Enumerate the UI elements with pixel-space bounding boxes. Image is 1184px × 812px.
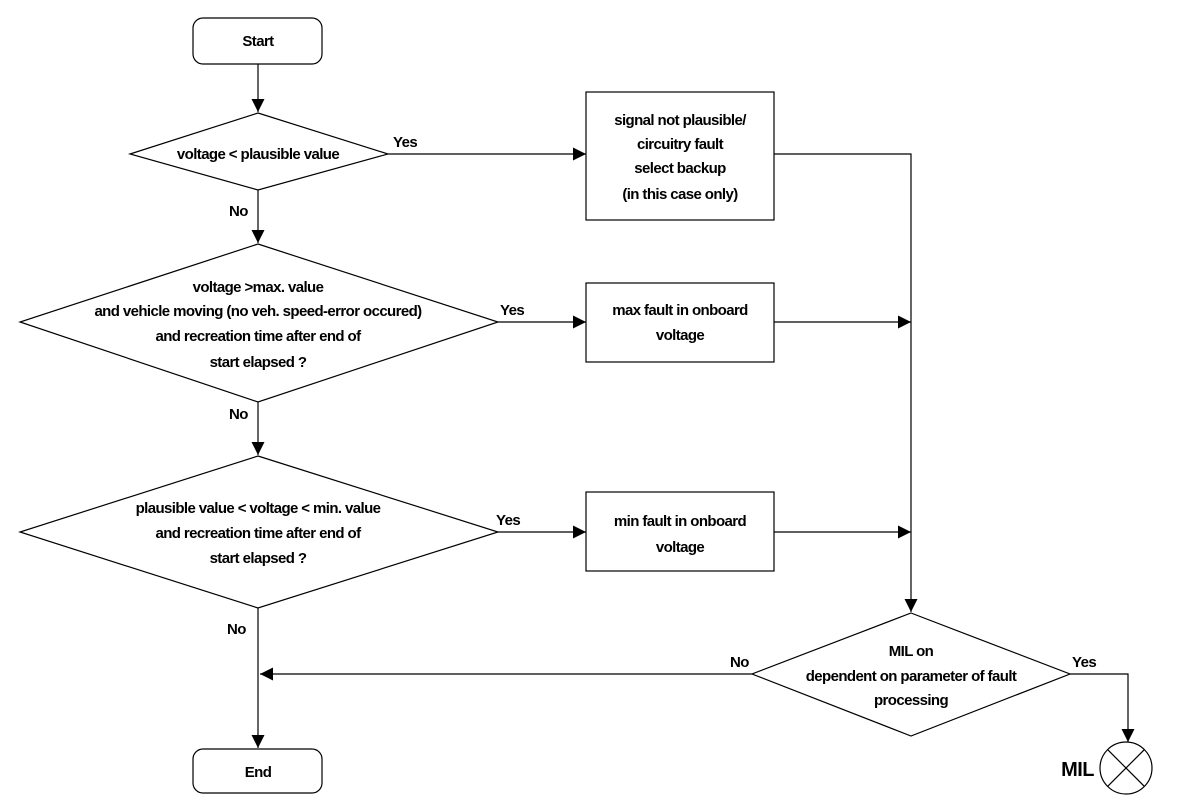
decision-mil: MIL on dependent on parameter of fault p…: [750, 612, 1072, 737]
mil-lamp: MIL: [1061, 741, 1153, 795]
decision-min-line-3: start elapsed ?: [210, 550, 307, 567]
edge-labels: Yes No Yes No Yes No No Yes: [227, 134, 1097, 671]
decision-plausible-line-1: voltage < plausible value: [177, 146, 339, 163]
process-min-line-2: voltage: [656, 539, 705, 556]
process-min-fault: min fault in onboard voltage: [585, 491, 775, 572]
process-signal-line-2: circuitry fault: [637, 136, 724, 153]
process-min-line-1: min fault in onboard: [614, 513, 747, 530]
label-max-yes: Yes: [500, 302, 524, 319]
end-terminal: End: [192, 748, 323, 794]
label-max-no: No: [229, 406, 248, 423]
process-signal-line-3: select backup: [634, 160, 726, 177]
label-min-yes: Yes: [496, 512, 520, 529]
connectors: [251, 64, 1135, 748]
label-min-no: No: [227, 621, 246, 638]
label-mil-no: No: [730, 654, 749, 671]
decision-mil-line-3: processing: [874, 692, 948, 709]
decision-max-line-4: start elapsed ?: [210, 354, 307, 371]
process-signal-line-4: (in this case only): [622, 186, 738, 203]
decision-max-line-1: voltage >max. value: [193, 279, 324, 296]
label-plausible-yes: Yes: [393, 134, 417, 151]
label-mil-yes: Yes: [1072, 654, 1096, 671]
start-terminal: Start: [192, 17, 323, 65]
mil-lamp-label: MIL: [1061, 759, 1094, 781]
process-signal-line-1: signal not plausible/: [614, 112, 747, 129]
process-max-line-2: voltage: [656, 327, 705, 344]
decision-max-line-2: and vehicle moving (no veh. speed-error …: [94, 303, 422, 320]
decision-plausible: voltage < plausible value: [127, 112, 391, 191]
edge-mil-yes: [1070, 673, 1135, 742]
process-max-fault: max fault in onboard voltage: [585, 282, 775, 363]
decision-mil-line-2: dependent on parameter of fault: [806, 668, 1017, 685]
decision-min: plausible value < voltage < min. value a…: [18, 455, 500, 609]
decision-mil-line-1: MIL on: [889, 643, 934, 660]
decision-max: voltage >max. value and vehicle moving (…: [18, 243, 500, 403]
decision-min-line-2: and recreation time after end of: [155, 525, 362, 542]
decision-max-line-3: and recreation time after end of: [155, 328, 362, 345]
edge-signal-to-mil: [774, 153, 918, 612]
process-signal-not-plausible: signal not plausible/ circuitry fault se…: [585, 91, 775, 221]
lamp-icon: [1099, 741, 1153, 795]
decision-min-line-1: plausible value < voltage < min. value: [136, 500, 381, 517]
start-label: Start: [242, 33, 274, 50]
end-label: End: [245, 764, 272, 781]
process-max-line-1: max fault in onboard: [612, 302, 748, 319]
label-plausible-no: No: [229, 203, 248, 220]
